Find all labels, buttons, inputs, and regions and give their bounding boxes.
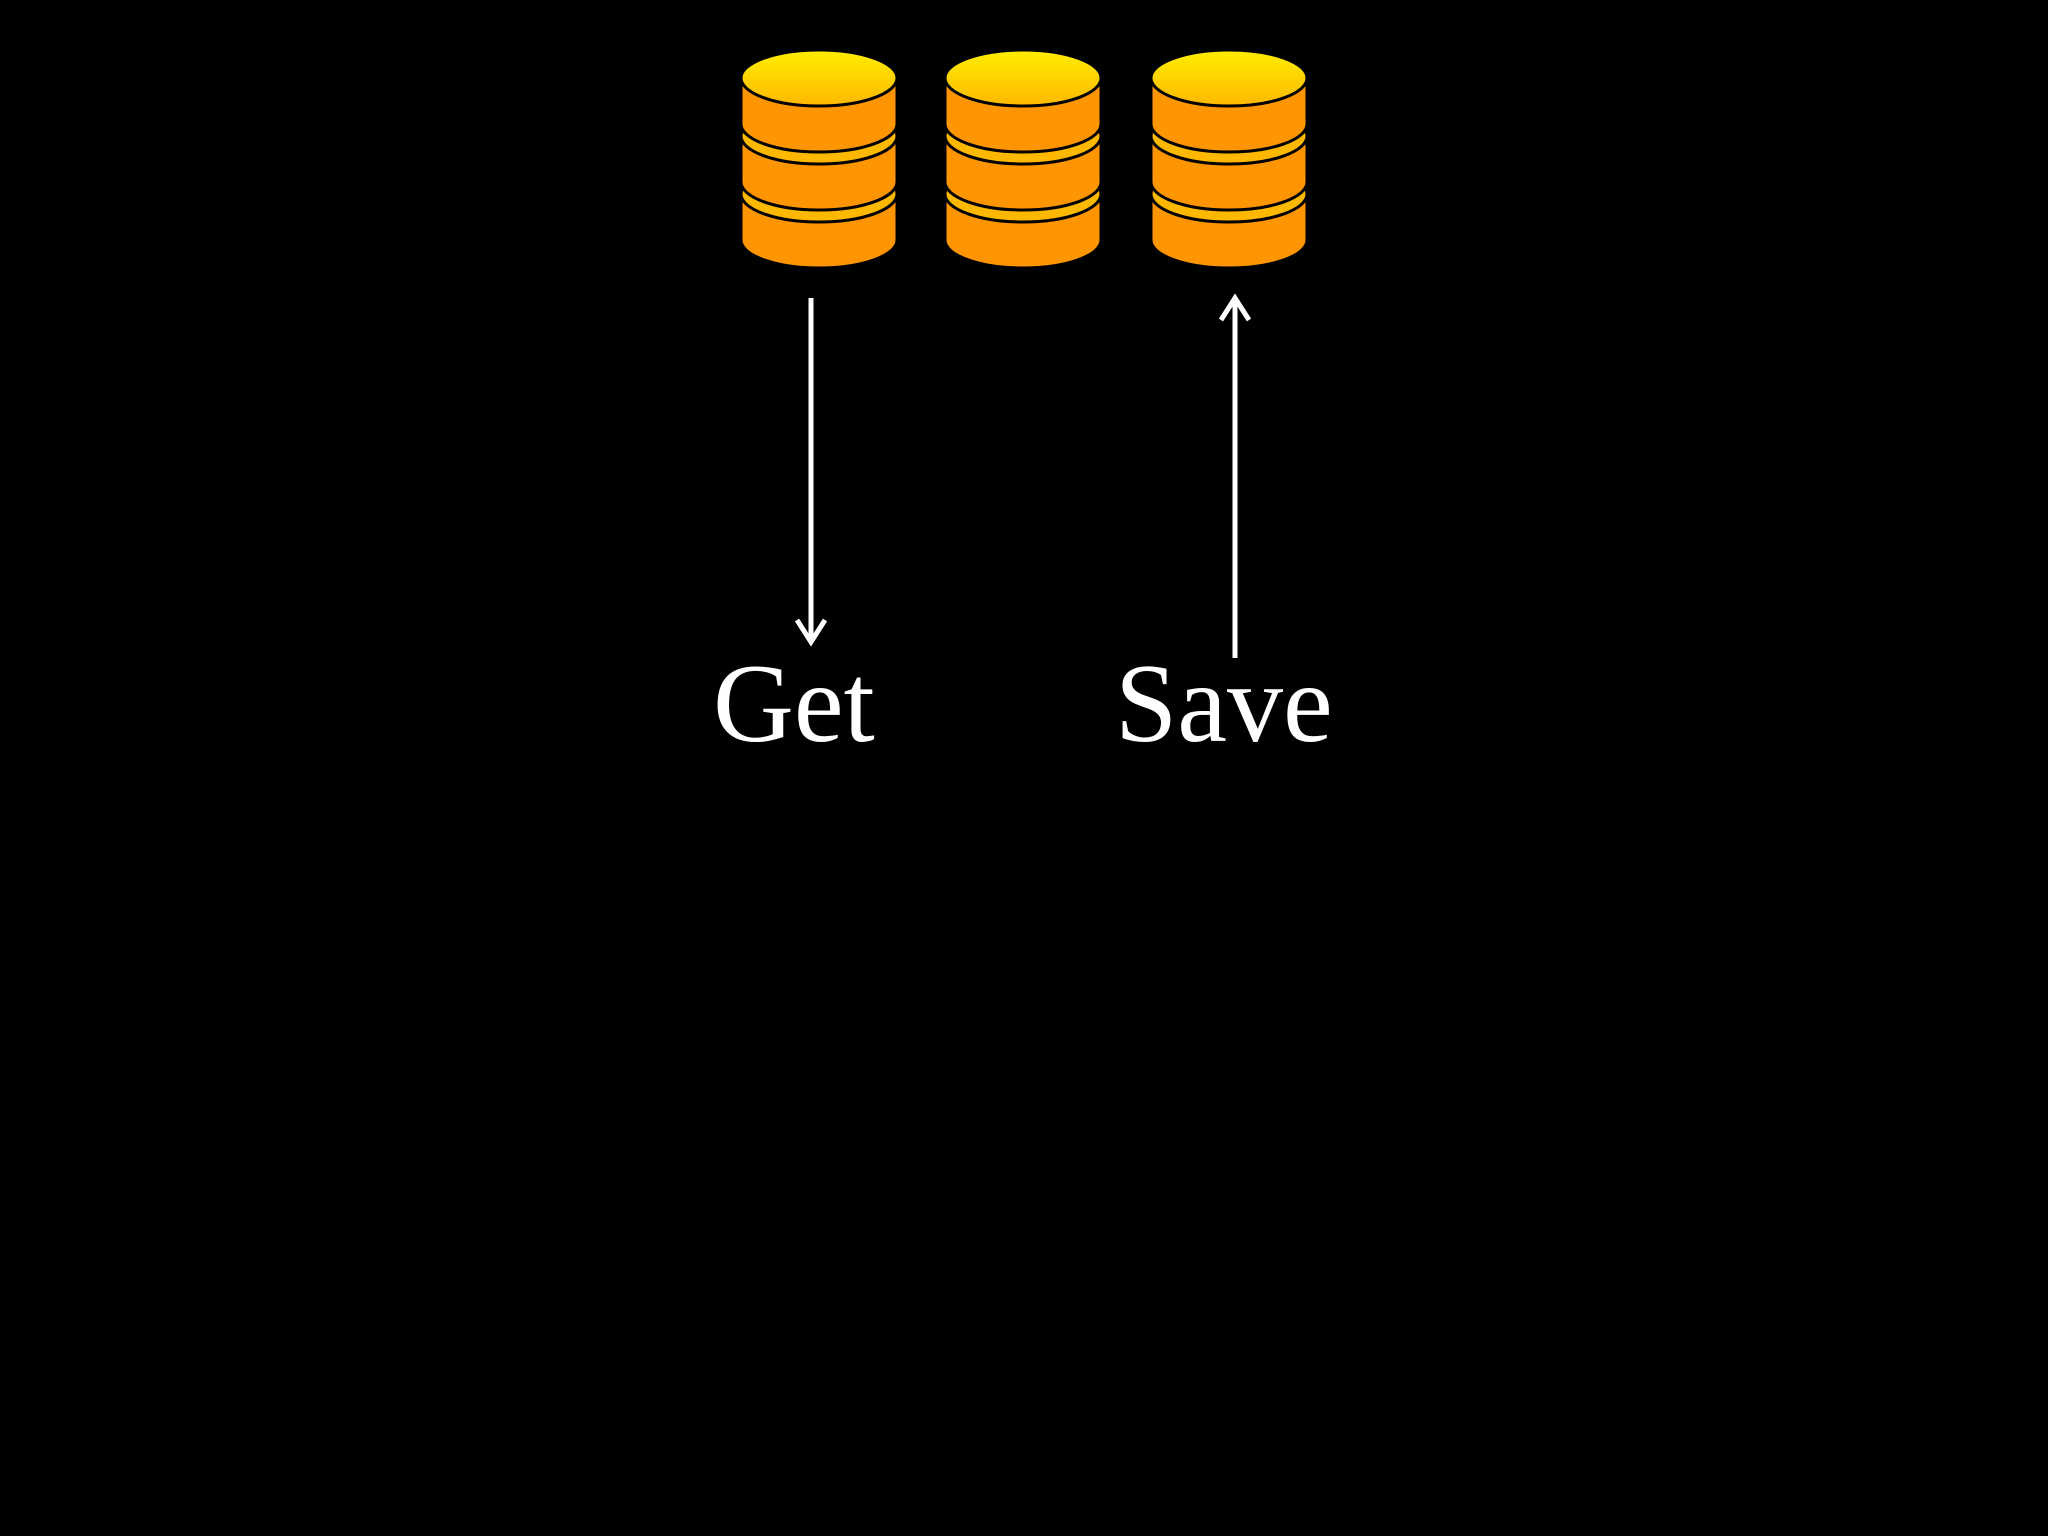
database-3 — [1149, 48, 1309, 270]
disk-top — [1149, 48, 1309, 108]
databases — [739, 48, 1309, 270]
database-2 — [943, 48, 1103, 270]
save-arrow-head — [1218, 293, 1252, 322]
save-arrow — [1218, 293, 1252, 658]
save-label: Save — [1115, 642, 1333, 766]
database-1 — [739, 48, 899, 270]
get-label: Get — [713, 642, 875, 766]
get-arrow — [794, 298, 828, 647]
disk-top — [739, 48, 899, 108]
database-stack-icon — [739, 48, 899, 270]
database-stack-icon — [1149, 48, 1309, 270]
database-stack-icon — [943, 48, 1103, 270]
arrows — [794, 293, 1252, 658]
get-arrow-head — [794, 618, 828, 647]
disk-top — [943, 48, 1103, 108]
